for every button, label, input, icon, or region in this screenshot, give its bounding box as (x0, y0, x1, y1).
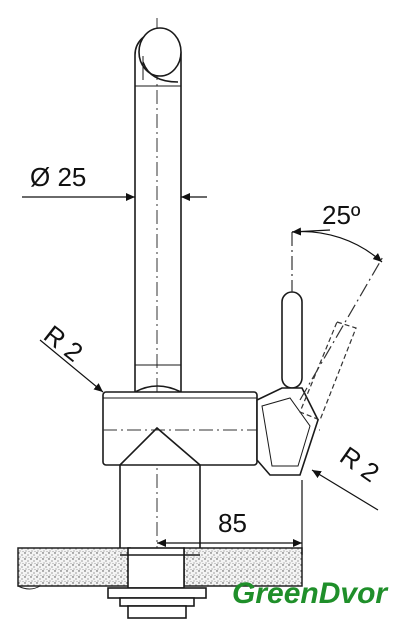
countertop (17, 547, 303, 590)
reach-label: 85 (218, 508, 247, 538)
brand-part-dvor: Dvor (319, 577, 390, 610)
lever-handle (256, 291, 319, 476)
diameter-label: Ø 25 (30, 162, 86, 192)
radius-left-dimension (39, 339, 104, 393)
reach-dimension (157, 480, 303, 555)
faucet-base (107, 465, 207, 619)
radius-right-dimension (311, 469, 379, 511)
angle-dimension (291, 227, 383, 263)
radius-left-label: R 2 (38, 319, 88, 368)
faucet-body (102, 391, 320, 466)
lever-handle-tilted (291, 232, 385, 421)
radius-right-label: R 2 (335, 440, 385, 488)
spout-tube (134, 27, 182, 393)
angle-label: 25º (322, 200, 361, 230)
brand-part-green: Green (232, 577, 319, 610)
brand-logo: GreenDvor (232, 577, 389, 610)
